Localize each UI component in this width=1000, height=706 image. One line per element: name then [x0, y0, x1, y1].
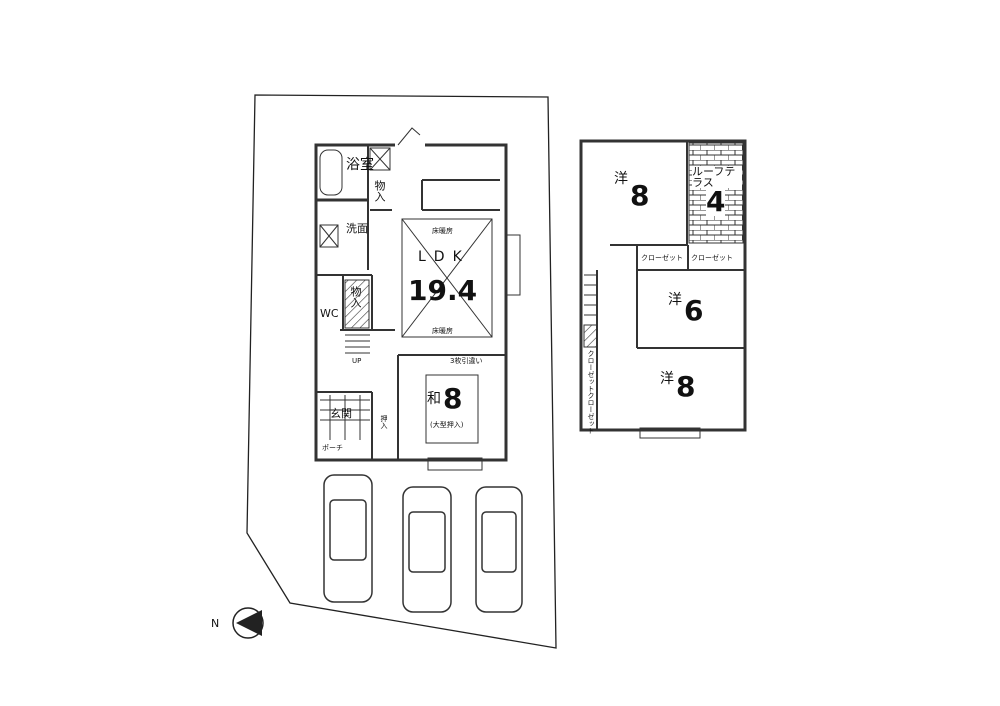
first-floor-walls	[314, 143, 508, 462]
oshiire-label: 押入	[380, 415, 388, 429]
room3-label: 洋	[660, 371, 674, 387]
ldk-label: LDK	[418, 249, 470, 265]
sliding-doors-label: 3枚引違い	[450, 357, 483, 365]
second-floor-walls	[579, 139, 747, 432]
closet-label: クローゼット	[641, 254, 683, 262]
storage-label: 物入	[373, 180, 386, 202]
parking-cars	[323, 474, 523, 613]
car	[475, 486, 523, 613]
car	[402, 486, 452, 613]
room1-size: 8	[630, 179, 650, 212]
porch-label: ポーチ	[322, 444, 343, 452]
room1-label: 洋	[614, 171, 628, 187]
large-closet-label: (大型押入)	[430, 421, 464, 429]
floor-heating-label: 床暖房	[432, 227, 453, 235]
storage-label-2: 物入	[349, 286, 362, 308]
bath-label: 浴室	[346, 157, 374, 173]
roof-terrace-label: ルーフテラス	[692, 166, 742, 188]
room3-size: 8	[676, 370, 696, 403]
ldk-size: 19.4	[408, 274, 478, 307]
closet-label: クローゼット	[691, 254, 733, 262]
japanese-room-size: 8	[443, 382, 463, 415]
north-label: N	[211, 617, 220, 630]
closet-label: クローゼット	[587, 392, 595, 434]
compass-icon	[232, 607, 264, 639]
entrance-label: 玄関	[330, 407, 352, 420]
room2-label: 洋	[668, 292, 682, 308]
stairs-first-floor	[345, 334, 370, 354]
roof-terrace-size: 4	[706, 185, 726, 218]
stairs-up-label: UP	[352, 357, 362, 365]
washroom-label: 洗面	[346, 222, 368, 235]
stairs-second-floor	[584, 274, 596, 316]
lot-boundary	[246, 94, 557, 649]
room2-size: 6	[684, 294, 704, 327]
wc-label: WC	[320, 307, 339, 320]
entrance-tiles	[320, 395, 370, 440]
floor-heating-label: 床暖房	[432, 327, 453, 335]
japanese-room-label: 和	[427, 391, 441, 407]
car	[323, 474, 373, 603]
closet-label: クローゼット	[587, 350, 595, 392]
